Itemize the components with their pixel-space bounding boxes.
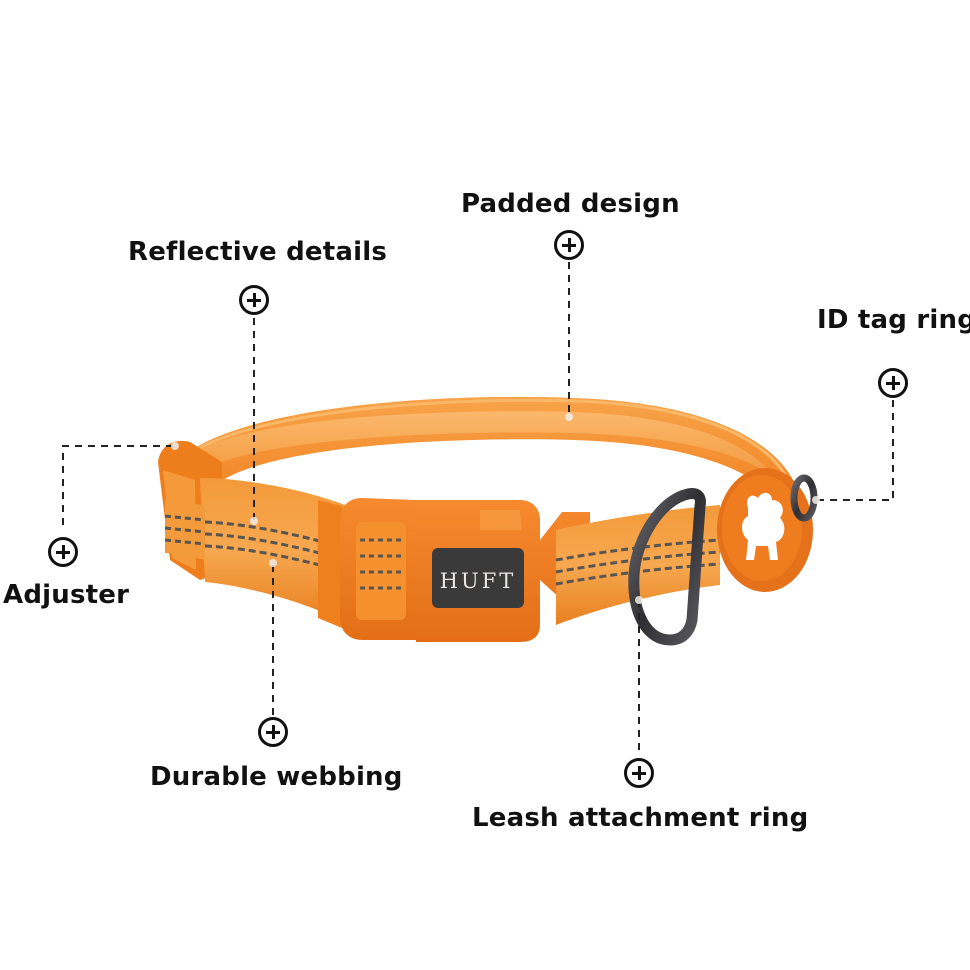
padded-design-label: Padded design xyxy=(461,189,680,219)
durable-webbing-label: Durable webbing xyxy=(150,762,403,792)
dog-badge xyxy=(717,468,813,592)
plus-circle-icon[interactable] xyxy=(239,285,269,315)
brand-logo: HUFT xyxy=(440,569,517,593)
plus-circle-icon[interactable] xyxy=(878,368,908,398)
id-tag-ring-label: ID tag ring xyxy=(817,305,970,335)
anchor-dots xyxy=(171,413,820,604)
buckle xyxy=(340,498,590,642)
leader-line-id-ring xyxy=(818,400,894,501)
plus-circle-icon[interactable] xyxy=(258,717,288,747)
leader-line-adjuster xyxy=(62,445,173,530)
adjuster-label: Adjuster xyxy=(3,580,130,610)
reflective-details-label: Reflective details xyxy=(128,237,388,267)
padded-band xyxy=(170,396,792,512)
plus-circle-icon[interactable] xyxy=(624,758,654,788)
leash-attachment-ring-label: Leash attachment ring xyxy=(472,803,809,833)
leader-lines xyxy=(62,262,894,755)
plus-circle-icon[interactable] xyxy=(554,230,584,260)
webbing-left xyxy=(164,478,346,628)
plus-circle-icon[interactable] xyxy=(48,537,78,567)
leash-d-ring xyxy=(628,488,706,646)
